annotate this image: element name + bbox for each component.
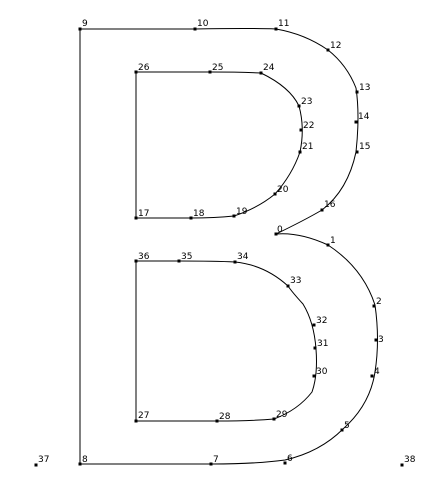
point-marker-0 xyxy=(274,232,278,236)
point-label-5: 5 xyxy=(344,421,350,431)
point-label-20: 20 xyxy=(277,185,289,195)
point-label-36: 36 xyxy=(138,252,150,262)
point-label-34: 34 xyxy=(237,252,249,262)
point-label-10: 10 xyxy=(197,19,209,29)
point-marker-13 xyxy=(355,90,359,94)
point-label-30: 30 xyxy=(316,367,328,377)
point-label-6: 6 xyxy=(287,454,293,464)
point-marker-2 xyxy=(372,304,376,308)
point-label-13: 13 xyxy=(359,83,370,93)
point-marker-30 xyxy=(312,374,316,378)
point-marker-18 xyxy=(189,216,193,220)
point-marker-17 xyxy=(134,216,138,220)
point-marker-10 xyxy=(193,27,197,31)
point-label-8: 8 xyxy=(82,455,88,465)
point-marker-15 xyxy=(355,150,359,154)
point-label-31: 31 xyxy=(317,339,328,349)
point-marker-22 xyxy=(299,128,303,132)
point-label-17: 17 xyxy=(138,209,149,219)
point-marker-19 xyxy=(232,214,236,218)
point-marker-9 xyxy=(78,27,82,31)
point-marker-37 xyxy=(34,463,38,467)
point-label-18: 18 xyxy=(193,209,205,219)
point-marker-29 xyxy=(272,417,276,421)
point-label-0: 0 xyxy=(277,225,283,235)
point-marker-3 xyxy=(374,338,378,342)
point-label-29: 29 xyxy=(276,410,288,420)
point-label-37: 37 xyxy=(38,455,49,465)
point-marker-8 xyxy=(78,462,82,466)
point-marker-12 xyxy=(326,48,330,52)
point-marker-5 xyxy=(340,428,344,432)
point-marker-11 xyxy=(274,27,278,31)
point-label-38: 38 xyxy=(404,455,416,465)
point-label-22: 22 xyxy=(303,121,314,131)
outer-contour xyxy=(79,28,378,465)
point-label-32: 32 xyxy=(316,316,327,326)
point-marker-24 xyxy=(259,71,263,75)
point-marker-7 xyxy=(209,462,213,466)
point-label-1: 1 xyxy=(330,236,336,246)
point-marker-28 xyxy=(215,419,219,423)
point-marker-16 xyxy=(320,208,324,212)
point-label-11: 11 xyxy=(278,19,289,29)
point-label-19: 19 xyxy=(236,207,248,217)
point-marker-26 xyxy=(134,70,138,74)
point-marker-34 xyxy=(233,260,237,264)
point-marker-20 xyxy=(273,192,277,196)
point-marker-23 xyxy=(297,104,301,108)
point-marker-32 xyxy=(312,323,316,327)
point-label-3: 3 xyxy=(378,335,384,345)
point-label-23: 23 xyxy=(301,97,312,107)
point-label-27: 27 xyxy=(138,411,149,421)
point-marker-38 xyxy=(400,463,404,467)
point-marker-36 xyxy=(134,259,138,263)
point-label-21: 21 xyxy=(302,142,313,152)
point-marker-33 xyxy=(286,284,290,288)
upper-counter xyxy=(135,71,303,219)
point-marker-14 xyxy=(354,120,358,124)
point-marker-35 xyxy=(177,259,181,263)
point-marker-6 xyxy=(283,461,287,465)
point-marker-21 xyxy=(298,150,302,154)
point-label-25: 25 xyxy=(212,63,223,73)
point-label-26: 26 xyxy=(138,63,150,73)
point-label-16: 16 xyxy=(324,200,336,210)
point-label-2: 2 xyxy=(376,297,382,307)
point-marker-4 xyxy=(370,374,374,378)
point-label-15: 15 xyxy=(359,142,370,152)
point-marker-25 xyxy=(208,70,212,74)
point-marker-27 xyxy=(134,419,138,423)
point-label-12: 12 xyxy=(330,41,341,51)
point-label-28: 28 xyxy=(219,412,231,422)
point-label-33: 33 xyxy=(290,276,301,286)
point-label-24: 24 xyxy=(263,63,275,73)
point-label-4: 4 xyxy=(374,367,380,377)
point-label-14: 14 xyxy=(358,112,370,122)
point-label-9: 9 xyxy=(82,19,88,29)
point-label-7: 7 xyxy=(213,455,219,465)
point-marker-31 xyxy=(313,346,317,350)
point-marker-1 xyxy=(326,243,330,247)
point-label-35: 35 xyxy=(181,252,192,262)
